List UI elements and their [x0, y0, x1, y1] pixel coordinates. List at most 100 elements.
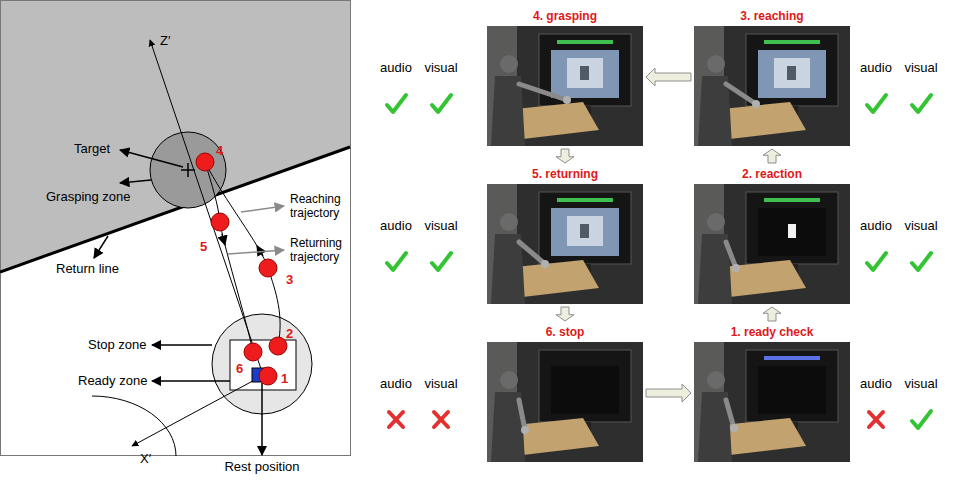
screen-object [580, 224, 589, 238]
check-mark [912, 411, 931, 428]
flow-arrow [556, 307, 574, 321]
channel-label: visual [904, 60, 937, 75]
screen-image [774, 58, 810, 88]
subject-arm [519, 242, 545, 264]
diagram-frame [1, 1, 351, 456]
check-stroke [912, 95, 931, 112]
callout-number: 2 [286, 326, 293, 341]
leader-arrow [261, 383, 263, 455]
leader-arrow [228, 250, 284, 254]
check-stroke [387, 95, 406, 112]
check-mark [912, 95, 931, 112]
display-monitor [539, 350, 631, 422]
subject-arm [519, 400, 525, 430]
callout-number: 6 [236, 361, 243, 376]
photo-frame [694, 26, 850, 146]
check-mark [912, 253, 931, 270]
subject-hand [752, 100, 760, 108]
hand-position-dot [196, 153, 214, 171]
check-stroke [912, 411, 931, 428]
cross-mark [434, 412, 448, 427]
screen-image [567, 58, 603, 88]
status-bar [764, 356, 820, 360]
cross-mark [869, 412, 883, 427]
check-mark [387, 253, 406, 270]
display-screen [758, 366, 826, 414]
phase-title: 6. stop [487, 324, 643, 340]
check-stroke [912, 253, 931, 270]
callout-number: 4 [216, 143, 223, 158]
channel-label: visual [904, 218, 937, 233]
subject-head [707, 371, 725, 389]
flow-arrow [763, 149, 781, 163]
photo-frame [487, 184, 643, 304]
status-bar [764, 40, 820, 44]
hand-position-dot [259, 367, 277, 385]
channel-label: visual [424, 376, 457, 391]
subject-hand [541, 260, 549, 268]
reaching-trajectory [205, 162, 280, 346]
check-mark [867, 95, 886, 112]
flow-arrow [646, 384, 691, 402]
direction-arrow [222, 234, 225, 245]
display-monitor [746, 192, 838, 264]
cross-stroke [434, 412, 448, 427]
channel-label: visual [424, 60, 457, 75]
status-bar [557, 198, 613, 202]
subject-hand [732, 264, 740, 272]
subject-hand [563, 96, 571, 104]
scene-photo [694, 26, 850, 146]
display-monitor [746, 34, 838, 106]
subject-head [500, 55, 518, 73]
channel-label: audio [860, 218, 892, 233]
check-stroke [867, 253, 886, 270]
scene-photo [694, 342, 850, 462]
cross-mark [389, 412, 403, 427]
screen-object [788, 224, 796, 238]
scene-photo [487, 342, 643, 462]
photo-frame [487, 342, 643, 462]
scene-photo [487, 184, 643, 304]
check-stroke [387, 253, 406, 270]
leader-arrow [241, 206, 284, 212]
display-screen [551, 208, 619, 256]
screen-object [787, 66, 796, 80]
z-axis [150, 40, 262, 372]
cross-stroke [869, 412, 883, 427]
flow-arrow [556, 149, 574, 163]
photo-background [694, 26, 850, 146]
photo-background [694, 342, 850, 462]
display-screen [758, 50, 826, 98]
subject-body [491, 392, 525, 462]
hand-position-dot [269, 337, 287, 355]
cross-stroke [389, 412, 403, 427]
status-bar [764, 198, 820, 202]
channel-label: audio [860, 60, 892, 75]
screen-image [567, 216, 603, 246]
cross-stroke [389, 412, 403, 427]
photo-background [487, 342, 643, 462]
phase-title: 2. reaction [694, 166, 850, 182]
subject-head [500, 213, 518, 231]
part-label: Target [74, 141, 110, 156]
leader-arrow [120, 180, 151, 183]
phase-photo-box: 5. returning [487, 166, 643, 304]
workspace-region [0, 0, 350, 272]
axis-label: X′ [140, 451, 151, 466]
subject-arm [726, 242, 736, 268]
screen-object [580, 66, 589, 80]
part-label: Rest position [224, 459, 299, 474]
display-screen [551, 50, 619, 98]
x-axis [132, 376, 262, 446]
subject-arm [726, 84, 756, 104]
phase-title: 1. ready check [694, 324, 850, 340]
scene-photo [694, 184, 850, 304]
subject-head [707, 55, 725, 73]
phase-title: 4. grasping [487, 8, 643, 24]
cross-stroke [869, 412, 883, 427]
subject-head [500, 371, 518, 389]
leader-arrow [152, 380, 230, 382]
photo-background [487, 26, 643, 146]
flow-arrow [763, 307, 781, 321]
